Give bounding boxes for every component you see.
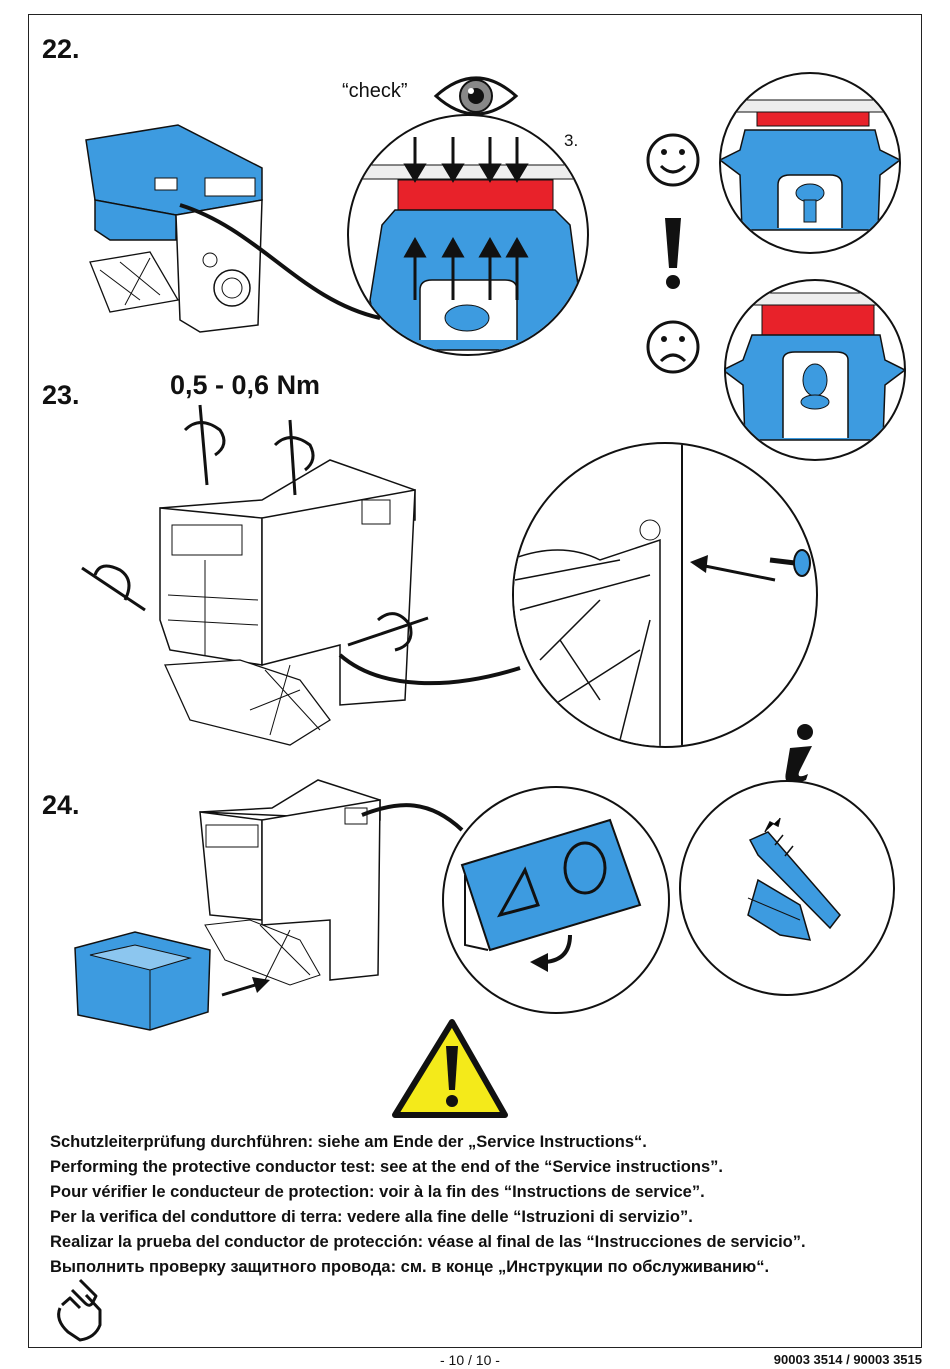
screw-icon (690, 549, 811, 582)
instruction-en: Performing the protective conductor test… (50, 1158, 723, 1176)
instruction-fr: Pour vérifier le conducteur de protectio… (50, 1183, 705, 1201)
page-number: - 10 / 10 - (440, 1352, 500, 1368)
device-24-illustration (199, 779, 381, 986)
device-22-illustration (85, 124, 263, 333)
step-number-24: 24. (42, 790, 80, 820)
connector-line (179, 203, 381, 320)
smiley-happy-icon (646, 133, 700, 187)
zoom-circle-correct (719, 72, 901, 254)
rotate-arrow-icon (81, 404, 429, 652)
zoom-circle-info (679, 780, 895, 996)
connector-line-24 (361, 803, 464, 832)
check-label: “check” (342, 80, 408, 102)
pointing-hand-icon (57, 1278, 102, 1342)
eye-icon (433, 76, 519, 116)
smiley-sad-icon (646, 320, 700, 374)
connector-line-23 (338, 653, 521, 686)
warning-triangle-icon (392, 1019, 508, 1118)
page-frame (28, 14, 922, 1348)
instructions-block: Schutzleiterprüfung durchführen: siehe a… (50, 1130, 910, 1280)
sub-step-label: 3. (564, 131, 579, 150)
zoom-circle-incorrect (724, 279, 906, 461)
document-number: 90003 3514 / 90003 3515 (773, 1352, 922, 1367)
zoom-circle-22 (347, 114, 589, 356)
zoom-circle-23 (512, 442, 818, 748)
info-icon (785, 724, 813, 784)
instruction-ru: Выполнить проверку защитного провода: см… (50, 1258, 770, 1276)
device-23-illustration (159, 459, 416, 746)
torque-label: 0,5 - 0,6 Nm (170, 370, 321, 400)
step-number-23: 23. (42, 380, 80, 410)
zoom-circle-24 (442, 786, 670, 1014)
blue-cover-part (74, 931, 211, 1031)
instruction-it: Per la verifica del conduttore di terra:… (50, 1208, 693, 1226)
step-number-22: 22. (42, 34, 80, 64)
instruction-de: Schutzleiterprüfung durchführen: siehe a… (50, 1133, 647, 1151)
exclamation-icon (665, 218, 681, 289)
instruction-es: Realizar la prueba del conductor de prot… (50, 1233, 806, 1251)
